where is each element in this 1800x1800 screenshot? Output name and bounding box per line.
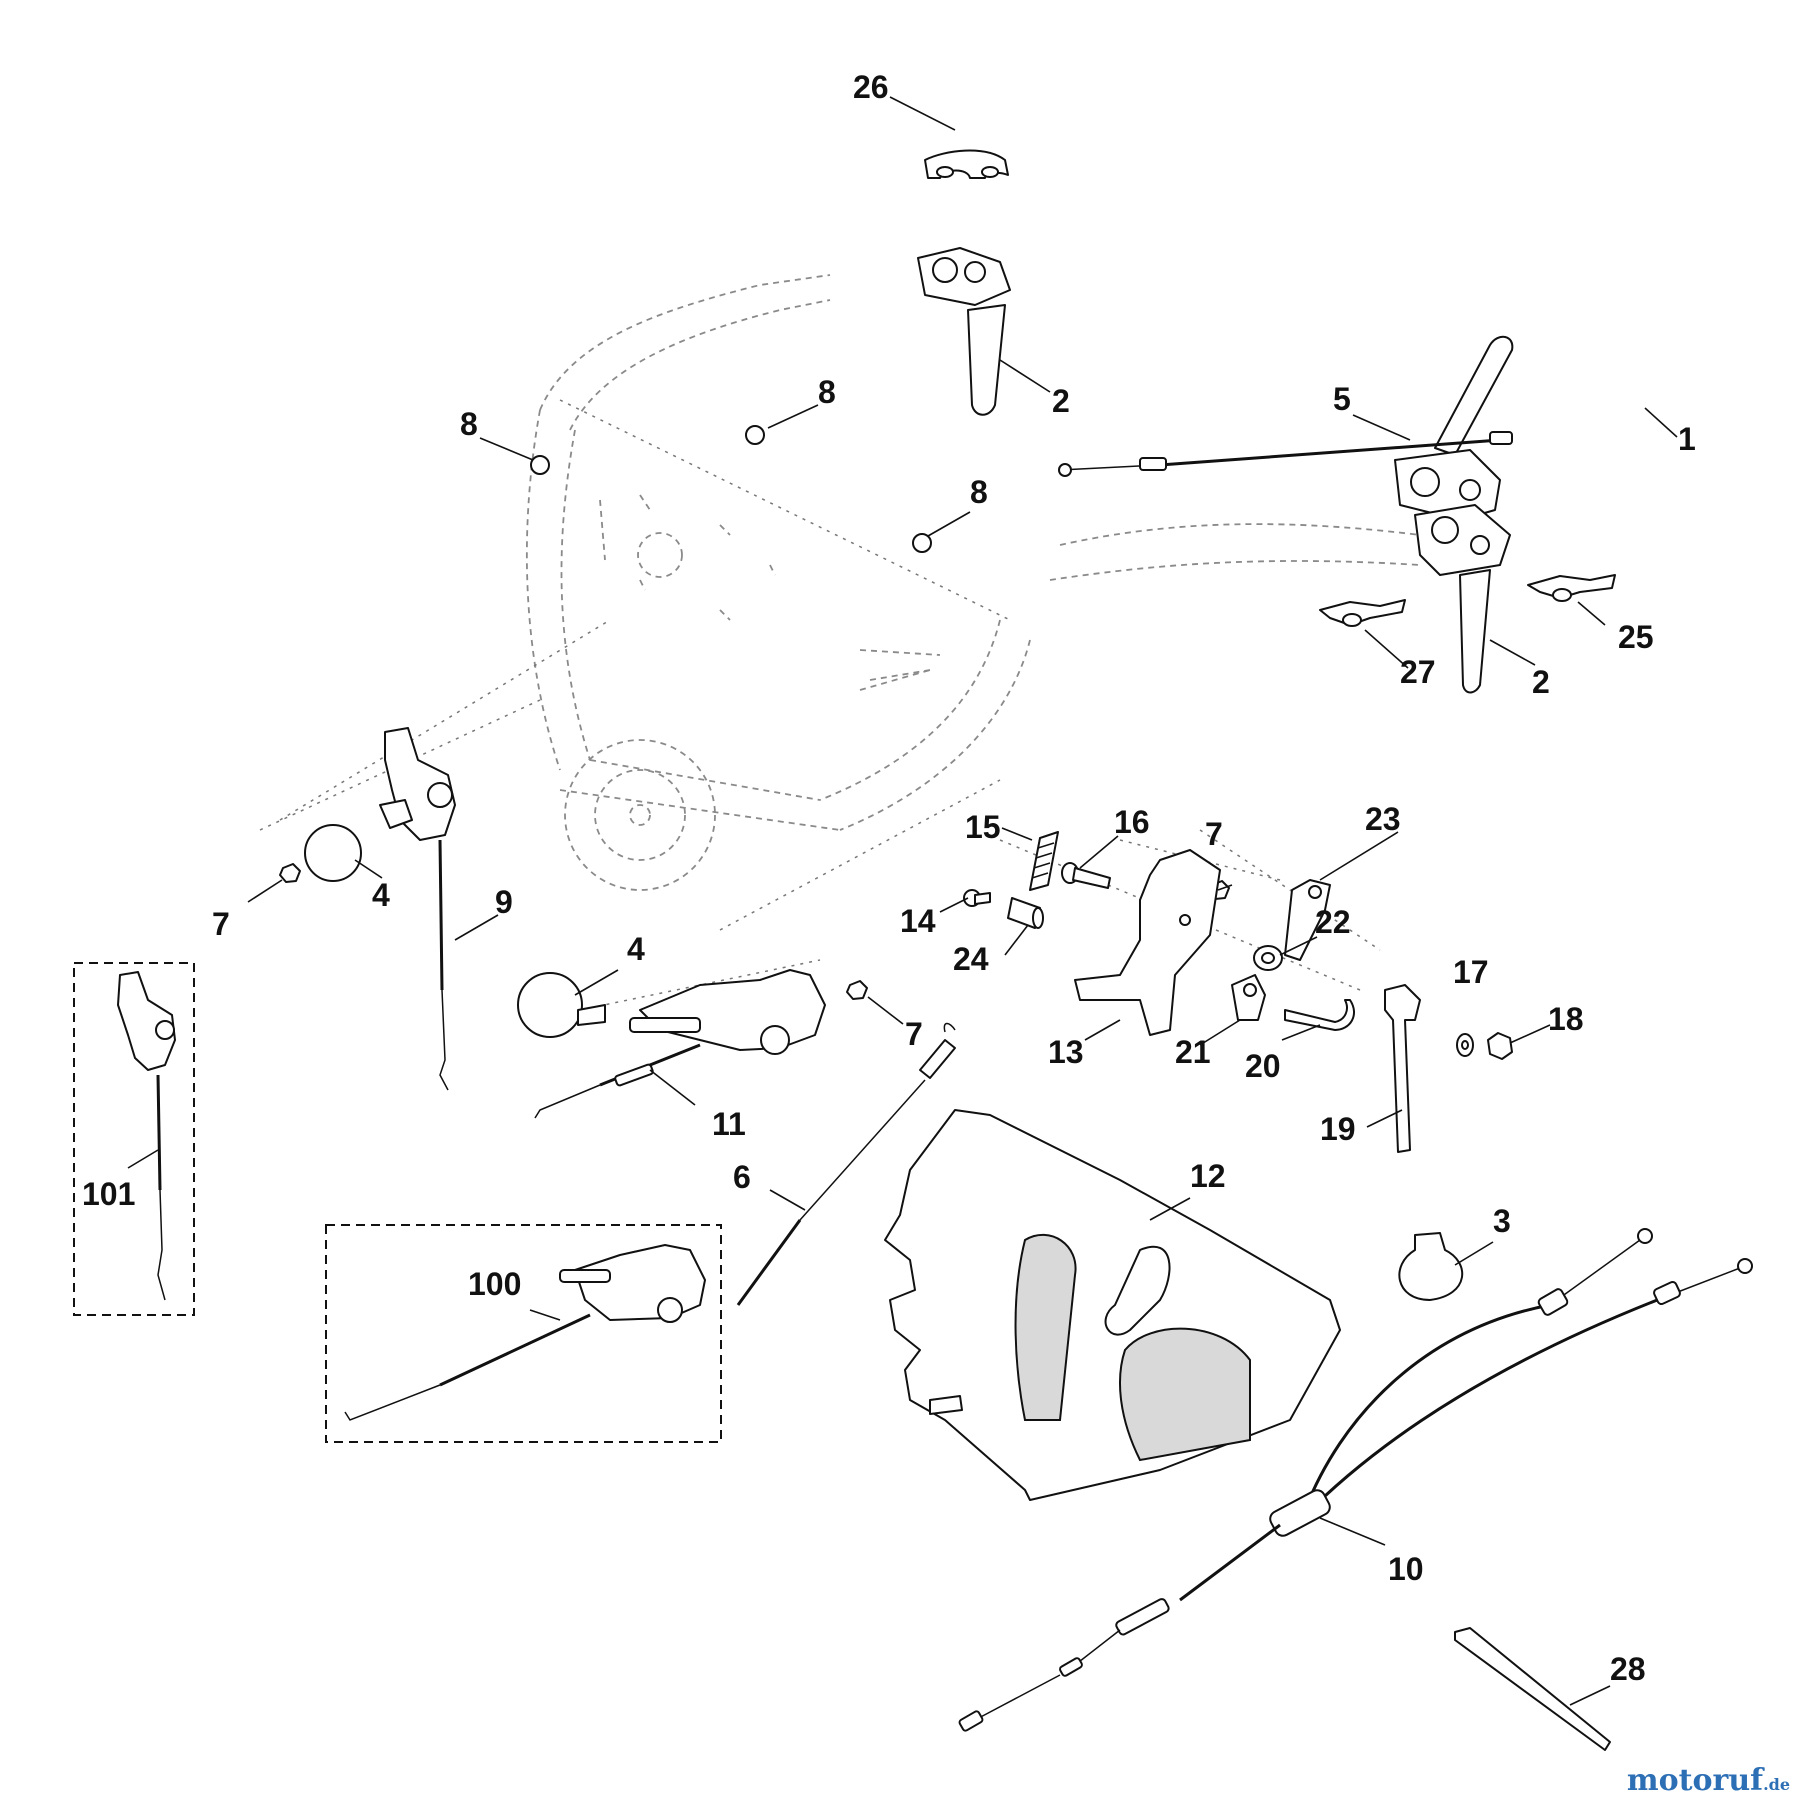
- callout-27: 27: [1400, 654, 1436, 690]
- watermark-logo: motoruf.de: [1627, 1763, 1790, 1798]
- leader-lines: [127, 96, 1678, 1706]
- callout-101: 101: [82, 1176, 135, 1212]
- part-control-lever-upper: [917, 247, 1011, 416]
- part-wing-clip-27: [1319, 599, 1406, 627]
- callout-8-left: 8: [460, 406, 478, 442]
- part-spring-15: [1029, 831, 1059, 891]
- callout-16: 16: [1114, 804, 1150, 840]
- callout-labels: 26 2 1 5 8 8 8 25 27 2 7 4 9 4 7 7 15 16…: [82, 69, 1696, 1687]
- part-nut-7b: [846, 980, 868, 1000]
- part-washer-17: [1456, 1033, 1474, 1057]
- part-dual-cable-10: [958, 1228, 1753, 1732]
- part-wing-clip-25: [1527, 574, 1616, 602]
- callout-100: 100: [468, 1266, 521, 1302]
- callout-20: 20: [1245, 1048, 1281, 1084]
- callout-24: 24: [953, 941, 989, 977]
- callout-19: 19: [1320, 1111, 1356, 1147]
- callout-22: 22: [1315, 904, 1351, 940]
- part-nut-7a: [279, 863, 301, 883]
- callout-7-mid: 7: [905, 1016, 923, 1052]
- callout-15: 15: [965, 809, 1001, 845]
- callout-21: 21: [1175, 1034, 1211, 1070]
- part-nut-18: [1487, 1032, 1513, 1060]
- part-cable-9: [438, 839, 449, 1091]
- callout-2-upper: 2: [1052, 383, 1070, 419]
- callout-7-left: 7: [212, 906, 230, 942]
- part-bolt-14: [963, 889, 991, 907]
- part-cam-21: [1231, 974, 1266, 1021]
- callout-14: 14: [900, 903, 936, 939]
- part-knob-4-upper: [304, 824, 362, 882]
- part-left-control-housing: [379, 727, 456, 841]
- part-link-23: [1284, 879, 1331, 961]
- part-cable-5: [1058, 431, 1513, 477]
- part-control-lever-lower: [1414, 504, 1511, 694]
- callout-8-right: 8: [970, 474, 988, 510]
- part-spring-rod-6: [736, 1022, 956, 1306]
- part-spacer-24: [1007, 897, 1044, 929]
- option-kit-100: [325, 1224, 722, 1443]
- part-bracket-13: [1074, 849, 1221, 1036]
- callout-8-mid: 8: [818, 374, 836, 410]
- callout-25: 25: [1618, 619, 1654, 655]
- callout-3: 3: [1493, 1203, 1511, 1239]
- part-mid-control-housing: [629, 969, 826, 1055]
- part-knob-3: [1398, 1232, 1464, 1301]
- part-cable-11: [534, 1043, 701, 1119]
- part-clip-cap: [924, 149, 1009, 179]
- callout-5: 5: [1333, 381, 1351, 417]
- part-hose-20: [1284, 999, 1355, 1031]
- part-plug-8c: [912, 533, 932, 553]
- callout-12: 12: [1190, 1158, 1226, 1194]
- callout-11: 11: [712, 1106, 746, 1142]
- callout-28: 28: [1610, 1651, 1646, 1687]
- part-plug-8a: [530, 455, 550, 475]
- callout-2-lower: 2: [1532, 664, 1550, 700]
- callout-17: 17: [1453, 954, 1489, 990]
- callout-6: 6: [733, 1159, 751, 1195]
- callout-18: 18: [1548, 1001, 1584, 1037]
- part-knob-4-lower: [517, 972, 606, 1038]
- callout-7-right: 7: [1205, 816, 1223, 852]
- option-kit-101: [73, 962, 195, 1316]
- part-main-lever: [1394, 335, 1514, 521]
- callout-4-upper: 4: [372, 877, 390, 913]
- callout-13: 13: [1048, 1034, 1084, 1070]
- part-bushing-22: [1253, 945, 1283, 971]
- ghost-handlebar-frame: [525, 274, 1421, 891]
- callout-4-lower: 4: [627, 931, 645, 967]
- part-bolt-16: [1061, 862, 1111, 889]
- part-shaft-19: [1384, 984, 1421, 1153]
- callout-23: 23: [1365, 801, 1401, 837]
- watermark-main: motoruf: [1626, 1763, 1764, 1798]
- callout-9: 9: [495, 884, 513, 920]
- part-plug-8b: [745, 425, 765, 445]
- watermark-tld: .de: [1763, 1775, 1790, 1794]
- part-shroud-12: [884, 1109, 1341, 1501]
- callout-10: 10: [1388, 1551, 1424, 1587]
- callout-26: 26: [853, 69, 889, 105]
- part-strap-28: [1454, 1627, 1611, 1751]
- callout-1: 1: [1678, 421, 1696, 457]
